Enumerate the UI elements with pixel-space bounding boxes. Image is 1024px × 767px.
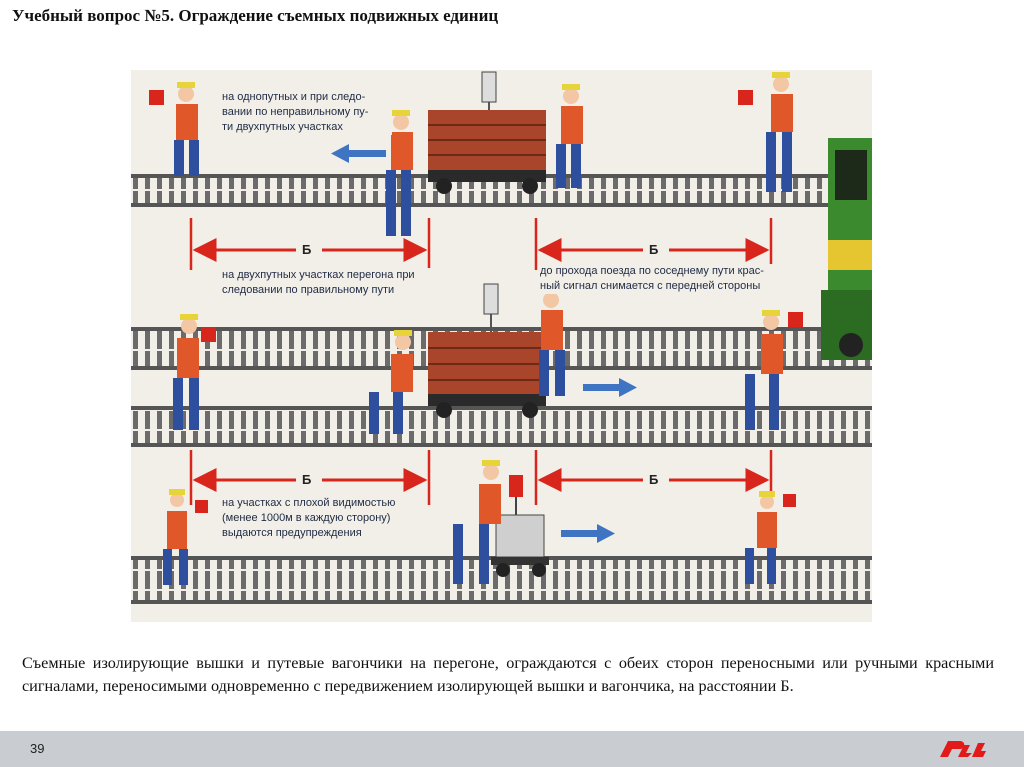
worker-4-with-signal <box>738 72 793 192</box>
direction-arrow-right-1 <box>583 378 637 397</box>
worker-9-with-signal <box>163 489 208 585</box>
caption-single-track: на однопутных и при следо- вании по непр… <box>222 90 392 135</box>
worker-10-pushing-cart <box>453 460 501 584</box>
locomotive <box>821 138 872 360</box>
trolley-top <box>428 71 546 194</box>
caption-adjacent-track: до прохода поезда по соседнему пути крас… <box>540 264 790 294</box>
distance-label-b: Б <box>649 472 659 487</box>
small-cart <box>491 475 549 577</box>
worker-2-pushing <box>386 110 413 236</box>
worker-11-with-signal <box>745 491 796 584</box>
railway-scene <box>131 71 872 604</box>
caption-poor-visibility: на участках с плохой видимостью (менее 1… <box>222 496 422 541</box>
worker-8-with-signal <box>745 310 803 430</box>
distance-label-b: Б <box>302 472 312 487</box>
distance-label-b: Б <box>649 242 659 257</box>
distance-label-b: Б <box>302 242 312 257</box>
distance-markers-top <box>189 218 773 270</box>
slide-title: Учебный вопрос №5. Ограждение съемных по… <box>12 6 499 25</box>
worker-7-pushing <box>539 288 565 396</box>
direction-arrow-left <box>331 144 386 163</box>
page-number: 39 <box>30 741 45 756</box>
worker-6-pushing <box>369 330 413 434</box>
trolley-middle <box>428 283 546 418</box>
fencing-illustration: Б Б Б Б на однопутных и при следо- вании… <box>131 70 872 622</box>
worker-5-with-signal <box>173 314 216 430</box>
track-3 <box>131 406 872 447</box>
footer-bar: 39 <box>0 731 1024 767</box>
slide-body-text: Съемные изолирующие вышки и путевые ваго… <box>22 654 994 695</box>
direction-arrow-right-2 <box>561 524 615 543</box>
caption-double-track: на двухпутных участках перегона при след… <box>222 268 452 298</box>
rzd-logo <box>940 741 986 757</box>
worker-1-with-signal <box>149 82 199 176</box>
worker-3-pushing <box>556 84 583 188</box>
